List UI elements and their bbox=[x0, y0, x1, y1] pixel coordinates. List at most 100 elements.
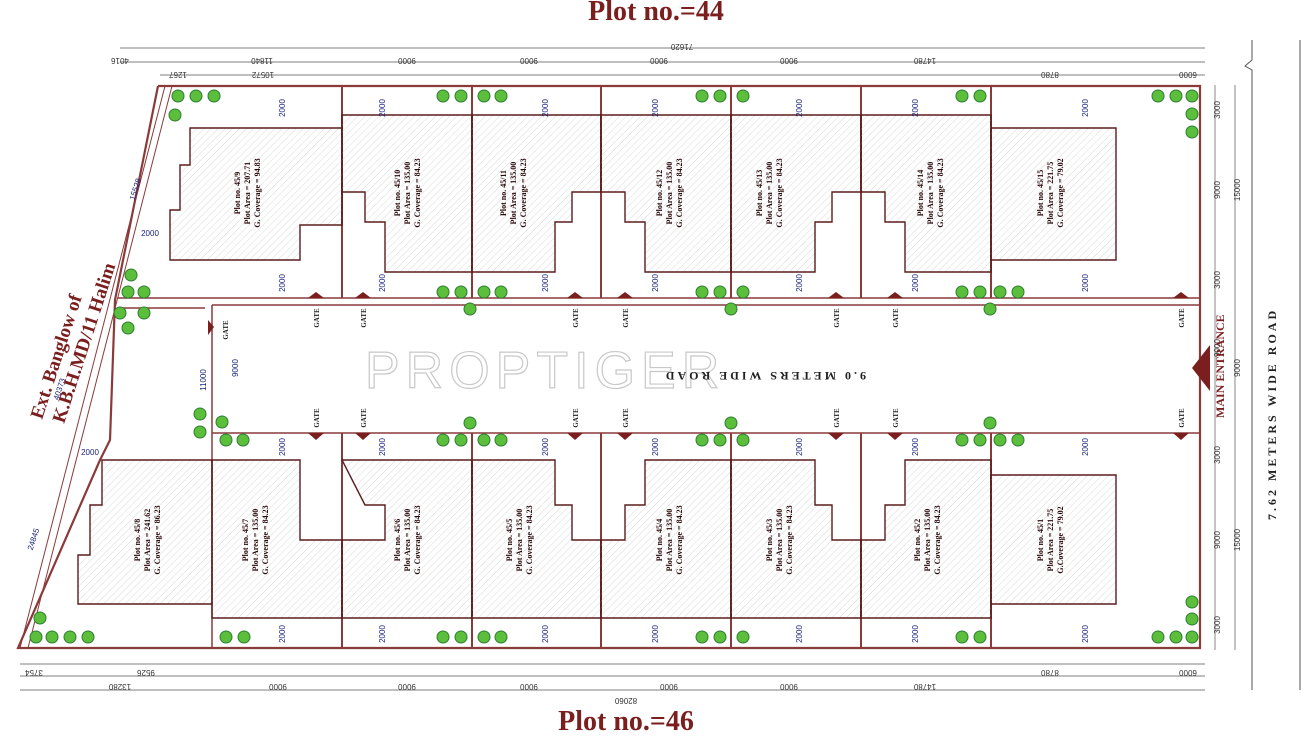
dimension-label: 9000 bbox=[1233, 359, 1242, 377]
tree-icon bbox=[219, 433, 233, 447]
tree-icon bbox=[33, 611, 47, 625]
plot-number: Plot no. 45/4 bbox=[655, 519, 664, 561]
dimension-label: 2000 bbox=[141, 229, 159, 238]
tree-icon bbox=[983, 302, 997, 316]
tree-icon bbox=[1185, 595, 1199, 609]
dimension-label: 14780 bbox=[913, 682, 936, 691]
tree-icon bbox=[736, 630, 750, 644]
setback-label: 2000 bbox=[278, 625, 287, 643]
dimension-label: 15528 bbox=[128, 177, 144, 201]
dimension-label: 6000 bbox=[1179, 70, 1197, 79]
setback-label: 2000 bbox=[911, 438, 920, 456]
plot-coverage: G. Coverage = 84.23 bbox=[413, 505, 422, 574]
plot-coverage: G. Coverage = 84.23 bbox=[785, 505, 794, 574]
dimension-label: 82060 bbox=[614, 696, 637, 705]
setback-label: 2000 bbox=[1081, 274, 1090, 292]
plot-area: Plot Area = 135.00 bbox=[403, 162, 412, 225]
plot-44-title: Plot no.=44 bbox=[588, 0, 724, 27]
tree-icon bbox=[171, 89, 185, 103]
site-boundary bbox=[16, 84, 1202, 650]
setback-label: 2000 bbox=[1081, 99, 1090, 117]
tree-icon bbox=[993, 433, 1007, 447]
plot-area: Plot Area = 221.75 bbox=[1046, 162, 1055, 225]
plot-area: Plot Area = 135.00 bbox=[765, 162, 774, 225]
tree-icon bbox=[124, 268, 138, 282]
tree-icon bbox=[973, 285, 987, 299]
plot-area: Plot Area = 221.75 bbox=[1046, 509, 1055, 572]
setback-label: 2000 bbox=[378, 438, 387, 456]
tree-icon bbox=[193, 425, 207, 439]
gate-icon bbox=[355, 292, 371, 298]
gate-icon bbox=[355, 433, 371, 440]
tree-icon bbox=[1185, 125, 1199, 139]
dimension-label: 6000 bbox=[1179, 668, 1197, 677]
plot-number: Plot no. 45/7 bbox=[241, 519, 250, 561]
gate-label: GATE bbox=[622, 308, 630, 328]
gate-label: GATE bbox=[313, 308, 321, 328]
plot-area: Plot Area = 135.00 bbox=[665, 509, 674, 572]
gate-label: GATE bbox=[572, 308, 580, 328]
setback-label: 2000 bbox=[651, 625, 660, 643]
setback-label: 2000 bbox=[795, 274, 804, 292]
tree-icon bbox=[1011, 433, 1025, 447]
gate-label: GATE bbox=[572, 408, 580, 428]
tree-icon bbox=[494, 433, 508, 447]
tree-icon bbox=[236, 433, 250, 447]
plot-coverage: G. Coverage = 94.83 bbox=[253, 158, 262, 227]
plot-coverage: G. Coverage = 79.02 bbox=[1056, 158, 1065, 227]
tree-icon bbox=[955, 433, 969, 447]
setback-label: 2000 bbox=[1081, 625, 1090, 643]
plot-coverage: G. Coverage = 84.23 bbox=[413, 158, 422, 227]
plot-area: Plot Area = 135.00 bbox=[926, 162, 935, 225]
tree-icon bbox=[29, 630, 43, 644]
tree-icon bbox=[1185, 630, 1199, 644]
plot-number: Plot no. 45/14 bbox=[916, 170, 925, 216]
tree-icon bbox=[713, 89, 727, 103]
dimension-label: 1267 bbox=[169, 70, 187, 79]
tree-icon bbox=[215, 415, 229, 429]
dimension-label: 9000 bbox=[269, 682, 287, 691]
main-entrance-label: MAIN ENTRANCE bbox=[1213, 314, 1227, 418]
gate-label: GATE bbox=[360, 408, 368, 428]
setback-label: 2000 bbox=[278, 274, 287, 292]
tree-icon bbox=[63, 630, 77, 644]
main-entrance-arrow-icon bbox=[1192, 345, 1210, 391]
setback-label: 2000 bbox=[541, 625, 550, 643]
gate-label: GATE bbox=[360, 308, 368, 328]
plot-area: Plot Area = 135.00 bbox=[775, 509, 784, 572]
dimension-label: 15000 bbox=[1233, 178, 1242, 201]
setback-label: 2000 bbox=[541, 99, 550, 117]
dimension-label: 9000 bbox=[520, 56, 538, 65]
gate-label: GATE bbox=[833, 308, 841, 328]
gate-icon bbox=[828, 292, 844, 298]
plot-area: Plot Area = 135.00 bbox=[923, 509, 932, 572]
dimension-label: 9000 bbox=[520, 682, 538, 691]
tree-icon bbox=[168, 108, 182, 122]
tree-icon bbox=[454, 285, 468, 299]
tree-icon bbox=[736, 433, 750, 447]
tree-icon bbox=[695, 433, 709, 447]
gate-label: GATE bbox=[222, 320, 230, 340]
plot-number: Plot no. 45/11 bbox=[499, 170, 508, 216]
plot-coverage: G. Coverage = 84.23 bbox=[775, 158, 784, 227]
setback-label: 2000 bbox=[795, 99, 804, 117]
tree-icon bbox=[436, 285, 450, 299]
gate-icon bbox=[1173, 433, 1189, 440]
dimension-lines bbox=[20, 47, 1236, 691]
tree-icon bbox=[736, 285, 750, 299]
gate-icon bbox=[208, 320, 214, 335]
plot-number: Plot no. 45/2 bbox=[913, 519, 922, 561]
tree-icon bbox=[189, 89, 203, 103]
setback-label: 2000 bbox=[378, 625, 387, 643]
gate-icon bbox=[308, 292, 324, 298]
tree-icon bbox=[494, 89, 508, 103]
dimension-label: 24845 bbox=[26, 527, 42, 551]
dimension-label: 9000 bbox=[780, 682, 798, 691]
tree-icon bbox=[436, 433, 450, 447]
dimension-label: 13280 bbox=[108, 682, 131, 691]
setback-label: 2000 bbox=[1081, 438, 1090, 456]
gate-icon bbox=[828, 433, 844, 440]
tree-icon bbox=[1169, 630, 1183, 644]
tree-icon bbox=[955, 285, 969, 299]
tree-icon bbox=[477, 285, 491, 299]
